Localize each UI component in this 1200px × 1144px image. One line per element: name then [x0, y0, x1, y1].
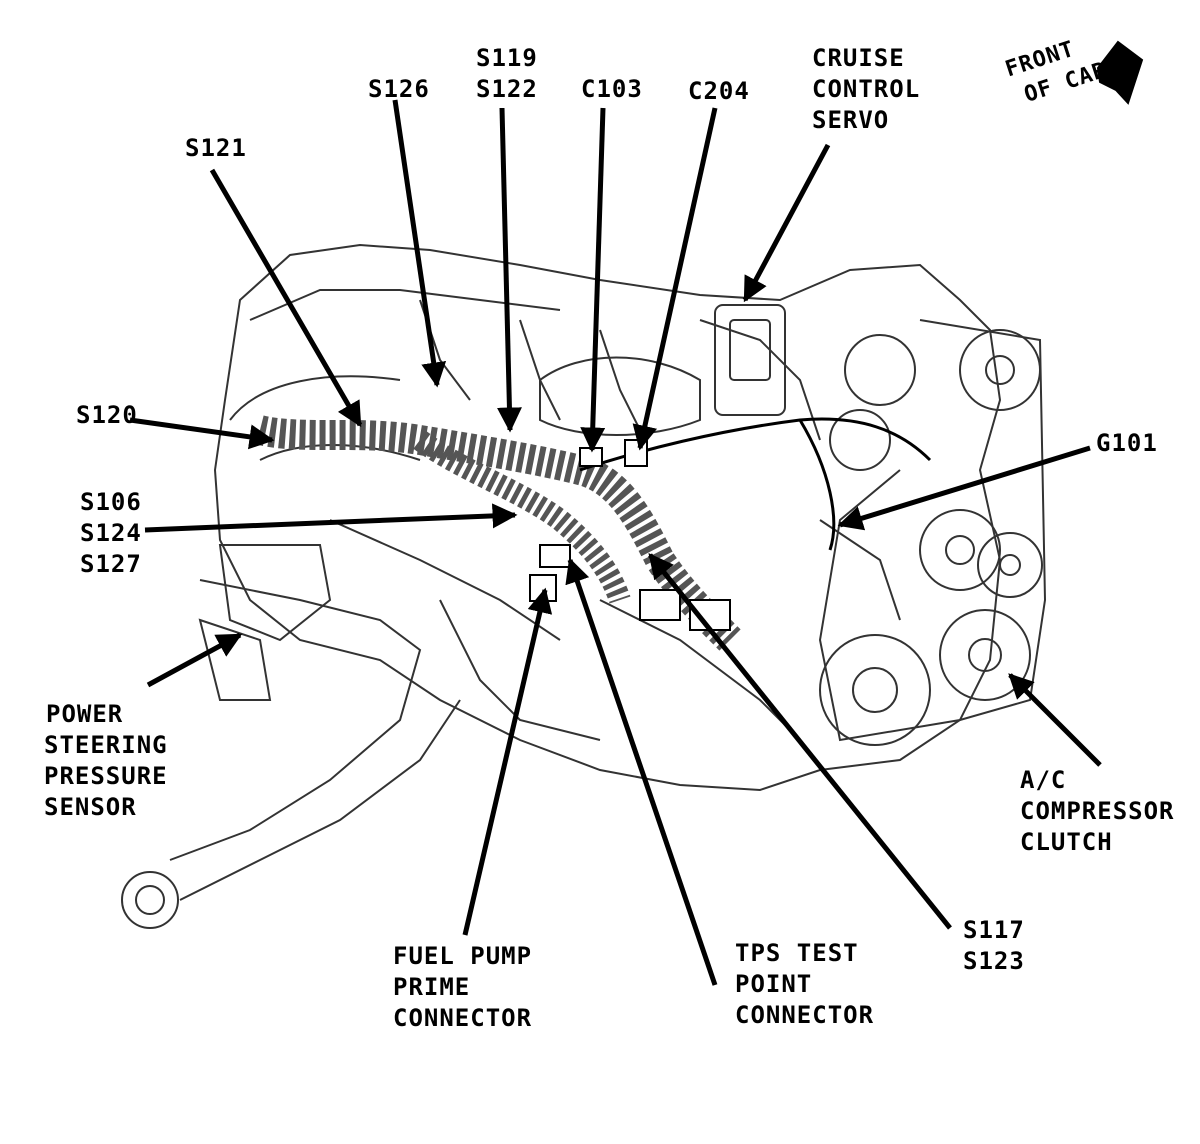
arrow-c204 [632, 107, 718, 451]
arrow-s126 [392, 99, 447, 388]
label-s120: S120 [76, 401, 138, 429]
label-tps-test-point-connector: TPS TEST POINT CONNECTOR [735, 939, 875, 1029]
label-fuel-pump-prime-connector: FUEL PUMP PRIME CONNECTOR [393, 942, 533, 1032]
arrow-power-steering [146, 632, 243, 688]
arrow-c103 [580, 107, 606, 453]
arrow-up-right-icon [1096, 40, 1144, 105]
label-s126: S126 [368, 75, 430, 103]
label-s117-s123: S117 S123 [963, 916, 1025, 975]
label-s106-s124-s127: S106 S124 S127 [80, 488, 142, 578]
label-cruise-control-servo: CRUISE CONTROL SERVO [812, 44, 921, 134]
label-c204: C204 [688, 77, 750, 105]
wiring-harness [256, 415, 932, 651]
arrow-s106-group [144, 503, 518, 533]
arrow-cruise-servo [742, 143, 831, 303]
arrow-s119-s122 [496, 107, 522, 433]
engine-illustration [121, 243, 1047, 929]
arrow-g101 [837, 445, 1091, 531]
arrow-s120 [129, 417, 275, 450]
label-s119-s122: S119 S122 [476, 44, 538, 103]
label-ac-compressor-clutch: A/C COMPRESSOR CLUTCH [1020, 766, 1175, 856]
label-power-steering-pressure-sensor: POWER STEERING PRESSURE SENSOR [44, 700, 168, 821]
label-c103: C103 [581, 75, 643, 103]
arrow-fuel-pump [462, 587, 553, 936]
arrow-ac-clutch [1008, 673, 1102, 767]
label-g101: G101 [1096, 429, 1158, 457]
arrow-s117-s123 [648, 553, 952, 930]
label-s121: S121 [185, 134, 247, 162]
arrow-tps [565, 557, 718, 986]
arrow-s121 [209, 168, 363, 428]
